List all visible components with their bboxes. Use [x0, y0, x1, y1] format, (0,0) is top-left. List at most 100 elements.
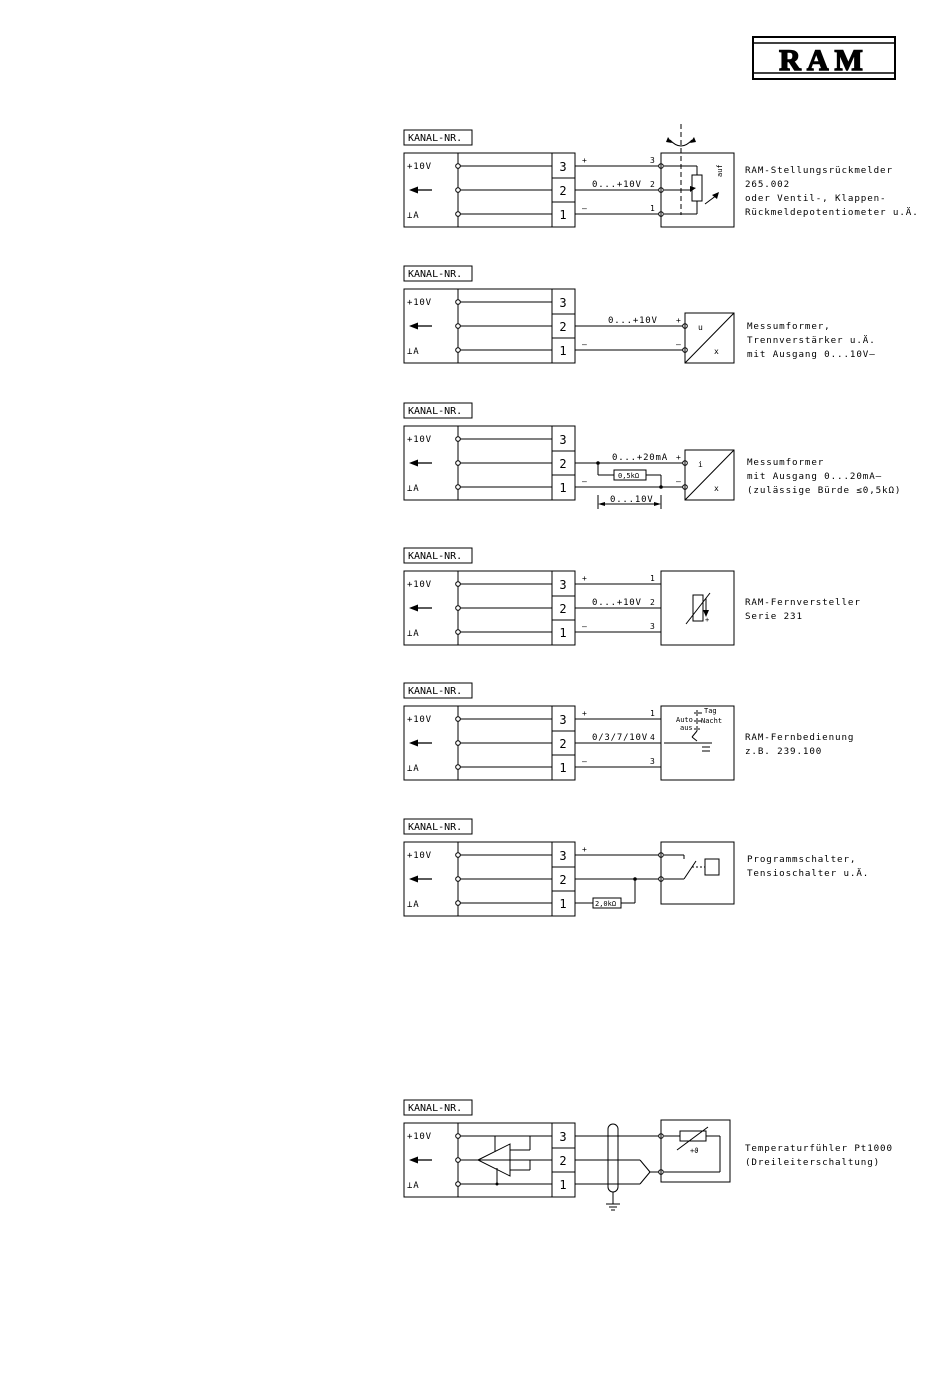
svg-text:–: –	[582, 477, 587, 486]
svg-text:2: 2	[559, 1154, 566, 1168]
svg-text:0/3/7/10V: 0/3/7/10V	[592, 733, 648, 743]
svg-text:RAM-Fernversteller: RAM-Fernversteller	[745, 597, 861, 608]
svg-text:2: 2	[559, 457, 566, 471]
svg-text:1: 1	[559, 1178, 566, 1192]
svg-text:⊥A: ⊥A	[407, 484, 419, 494]
svg-text:0...+10V: 0...+10V	[592, 180, 642, 190]
svg-text:+10V: +10V	[407, 298, 432, 308]
svg-text:3: 3	[650, 156, 655, 165]
svg-text:⊥A: ⊥A	[407, 629, 419, 639]
svg-text:+: +	[705, 616, 709, 624]
svg-text:+10V: +10V	[407, 580, 432, 590]
svg-text:1: 1	[559, 626, 566, 640]
svg-text:265.002: 265.002	[745, 179, 790, 190]
svg-text:0...+10V: 0...+10V	[608, 316, 658, 326]
program-switch-device	[660, 841, 735, 905]
svg-text:Temperaturfühler Pt1000: Temperaturfühler Pt1000	[745, 1143, 893, 1154]
svg-text:–: –	[676, 340, 681, 349]
svg-text:KANAL-NR.: KANAL-NR.	[408, 686, 462, 697]
svg-text:–: –	[582, 757, 587, 766]
logo-text: RAM	[779, 44, 869, 77]
svg-text:Nacht: Nacht	[701, 717, 722, 725]
svg-text:2: 2	[650, 598, 655, 607]
svg-text:+10V: +10V	[407, 715, 432, 725]
svg-text:3: 3	[559, 578, 566, 592]
remote-adjuster-device: +	[660, 570, 735, 646]
transducer-device: u x	[684, 312, 735, 364]
svg-text:1: 1	[650, 204, 655, 213]
svg-text:2: 2	[559, 873, 566, 887]
svg-text:KANAL-NR.: KANAL-NR.	[408, 551, 462, 562]
svg-text:1: 1	[559, 481, 566, 495]
svg-text:1: 1	[650, 709, 655, 718]
svg-text:RAM-Stellungsrückmelder: RAM-Stellungsrückmelder	[745, 165, 893, 176]
svg-text:–: –	[676, 477, 681, 486]
svg-text:+10V: +10V	[407, 851, 432, 861]
svg-text:KANAL-NR.: KANAL-NR.	[408, 822, 462, 833]
svg-text:0,5kΩ: 0,5kΩ	[618, 472, 639, 480]
svg-text:–: –	[582, 340, 587, 349]
svg-text:1: 1	[559, 344, 566, 358]
svg-text:+10V: +10V	[407, 435, 432, 445]
svg-text:3: 3	[559, 1130, 566, 1144]
svg-text:+: +	[676, 453, 681, 462]
svg-text:–: –	[582, 204, 587, 213]
svg-text:KANAL-NR.: KANAL-NR.	[408, 269, 462, 280]
auf-label: auf	[716, 164, 724, 177]
svg-text:2: 2	[559, 602, 566, 616]
circuit-7: KANAL-NR. +10V ⊥A 3 2 1	[403, 1099, 893, 1211]
amplifier-symbol	[476, 1136, 531, 1186]
terminal-3: 3	[559, 160, 566, 174]
circuit-2: KANAL-NR. +10V ⊥A 3 2 1 0...+10V – + – u…	[403, 265, 876, 364]
svg-text:mit Ausgang 0...20mA–: mit Ausgang 0...20mA–	[747, 471, 882, 482]
svg-text:⊥A: ⊥A	[407, 900, 419, 910]
svg-text:RAM-Fernbedienung: RAM-Fernbedienung	[745, 732, 854, 743]
svg-text:–: –	[582, 622, 587, 631]
svg-text:3: 3	[650, 622, 655, 631]
svg-text:1: 1	[559, 761, 566, 775]
circuit-1: KANAL-NR. +10V ⊥A 3 2 1 + – 0...+10V 3 2…	[403, 124, 919, 228]
svg-text:3: 3	[559, 296, 566, 310]
svg-text:Tag: Tag	[704, 707, 717, 715]
svg-text:(Dreileiterschaltung): (Dreileiterschaltung)	[745, 1157, 880, 1168]
svg-text:KANAL-NR.: KANAL-NR.	[408, 1103, 462, 1114]
svg-text:Serie 231: Serie 231	[745, 611, 803, 622]
svg-text:Tensioschalter u.Ä.: Tensioschalter u.Ä.	[747, 868, 869, 879]
svg-text:1: 1	[650, 574, 655, 583]
svg-text:3: 3	[650, 757, 655, 766]
svg-text:+: +	[582, 709, 587, 718]
svg-text:2,0kΩ: 2,0kΩ	[595, 900, 616, 908]
temperature-sensor-device: +ϑ	[660, 1119, 731, 1183]
transducer-device: i x	[684, 449, 735, 501]
svg-text:0...10V: 0...10V	[610, 495, 654, 505]
svg-text:u: u	[698, 323, 703, 332]
svg-text:⊥A: ⊥A	[407, 764, 419, 774]
svg-text:Programmschalter,: Programmschalter,	[747, 854, 856, 865]
svg-text:Messumformer: Messumformer	[747, 457, 824, 468]
svg-text:oder Ventil-, Klappen-: oder Ventil-, Klappen-	[745, 193, 887, 204]
svg-text:KANAL-NR.: KANAL-NR.	[408, 406, 462, 417]
kanal-label: KANAL-NR.	[408, 133, 462, 144]
svg-text:(zulässige Bürde ≤0,5kΩ): (zulässige Bürde ≤0,5kΩ)	[747, 485, 901, 496]
position-sensor-device: auf	[660, 124, 735, 228]
svg-text:+: +	[582, 845, 587, 854]
circuit-5: KANAL-NR. +10V ⊥A 3 2 1 + 0/3/7/10V – 1 …	[403, 682, 854, 781]
svg-text:+: +	[582, 574, 587, 583]
terminal-2: 2	[559, 184, 566, 198]
svg-text:+ϑ: +ϑ	[690, 1147, 698, 1155]
circuit-6: KANAL-NR. +10V ⊥A 3 2 1 2,0kΩ + Programm…	[403, 818, 869, 917]
svg-text:4: 4	[650, 733, 655, 742]
svg-text:Rückmeldepotentiometer u.Ä.: Rückmeldepotentiometer u.Ä.	[745, 207, 919, 218]
svg-text:0...+20mA: 0...+20mA	[612, 453, 668, 463]
svg-text:2: 2	[559, 737, 566, 751]
svg-text:mit Ausgang 0...10V–: mit Ausgang 0...10V–	[747, 349, 876, 360]
label-10v: +10V	[407, 162, 432, 172]
remote-control-device: Auto aus Tag Nacht	[660, 705, 735, 781]
svg-text:+: +	[582, 156, 587, 165]
cable-shield	[606, 1123, 620, 1211]
svg-text:Messumformer,: Messumformer,	[747, 321, 831, 332]
circuit-3: KANAL-NR. +10V ⊥A 3 2 1 0,5kΩ 0...+20mA …	[403, 402, 901, 509]
svg-text:aus: aus	[680, 724, 693, 732]
label-ground: ⊥A	[407, 211, 419, 221]
